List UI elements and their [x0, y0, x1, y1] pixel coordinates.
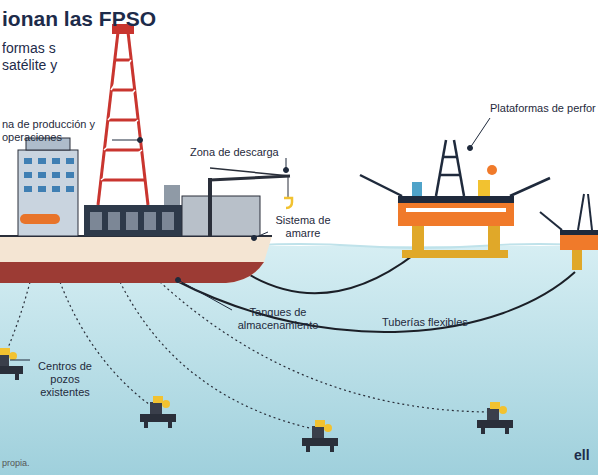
watermark: ell [574, 447, 590, 464]
drilling-platform [360, 140, 550, 258]
callout-label: na de producción y operaciones [2, 118, 114, 144]
subtitle: formas s satélite y [2, 40, 74, 74]
callout-label: Centros de pozos existentes [30, 360, 100, 400]
wellheads [0, 348, 513, 452]
title: ionan las FPSO [2, 6, 156, 31]
leader-lines [10, 118, 490, 360]
callout-label: Tanques de almacenamiento [228, 306, 328, 332]
fpso-ship [0, 24, 292, 283]
well-lines [5, 282, 488, 430]
callout-label: Tuberías flexibles [382, 316, 468, 329]
callout-label: Zona de descarga [190, 146, 279, 159]
callout-label: Sistema de amarre [268, 214, 338, 240]
drilling-platform [540, 194, 598, 270]
callout-label: Plataformas de perfor [490, 102, 596, 115]
sea [0, 246, 598, 475]
source-note: propia. [2, 458, 30, 469]
